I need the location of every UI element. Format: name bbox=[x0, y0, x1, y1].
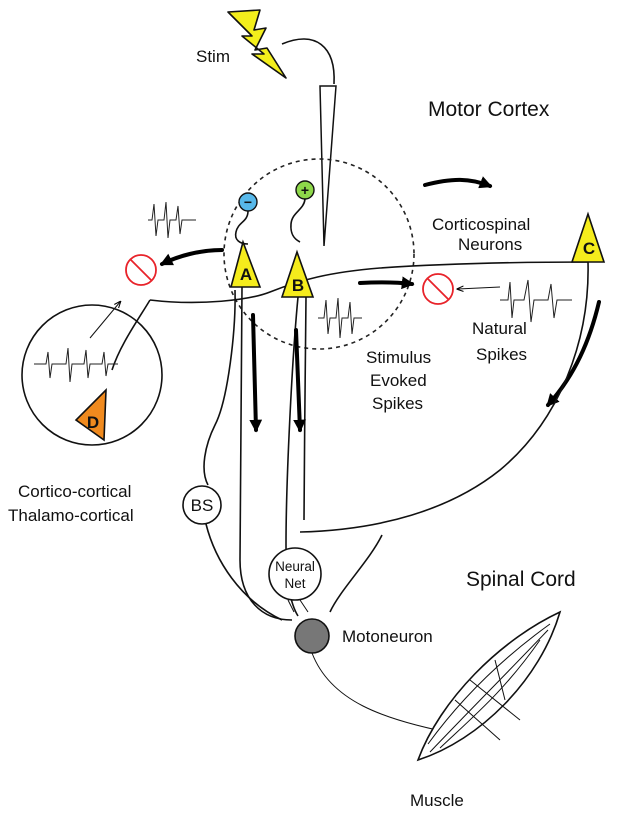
cortico-cortical-label: Cortico-cortical bbox=[18, 482, 131, 501]
collateral-to-d bbox=[111, 299, 151, 371]
inhibition-right-icon bbox=[422, 273, 454, 305]
neuron-c-label: C bbox=[583, 239, 595, 258]
neuron-d bbox=[74, 387, 107, 442]
neuron-a-label: A bbox=[240, 265, 252, 284]
stimulation-field-circle bbox=[223, 158, 415, 350]
stim-label: Stim bbox=[196, 47, 230, 66]
inhibition-left-icon bbox=[125, 254, 157, 286]
corticospinal-label-1: Corticospinal bbox=[432, 215, 530, 234]
stimulus-label-1: Stimulus bbox=[366, 348, 431, 367]
thalamo-cortical-label: Thalamo-cortical bbox=[8, 506, 134, 525]
muscle-icon bbox=[416, 610, 562, 762]
neural-net-node bbox=[268, 547, 322, 601]
cortico-cortical-circle bbox=[21, 304, 163, 446]
bs-label: BS bbox=[191, 496, 214, 515]
horizontal-collateral bbox=[149, 261, 589, 304]
arrow-to-left-inhibition bbox=[159, 248, 224, 266]
corticospinal-label-2: Neurons bbox=[458, 235, 522, 254]
natural-to-inhibition-arrow bbox=[458, 287, 501, 289]
minus-symbol: − bbox=[244, 194, 252, 210]
arrow-down-b bbox=[293, 328, 306, 433]
stimulus-label-2: Evoked bbox=[370, 371, 427, 390]
stim-wire bbox=[281, 38, 335, 85]
natural-spikes-label-1: Natural bbox=[472, 319, 527, 338]
net-synapses bbox=[287, 599, 309, 613]
stimulus-label-3: Spikes bbox=[372, 394, 423, 413]
muscle-label: Muscle bbox=[410, 791, 464, 810]
spike-trace-evoked bbox=[318, 297, 362, 339]
plus-symbol: + bbox=[301, 182, 309, 198]
brainstem-node bbox=[182, 485, 222, 525]
arrow-to-right-inhibition bbox=[358, 276, 415, 290]
natural-spikes-label-2: Spikes bbox=[476, 345, 527, 364]
motor-cortex-label: Motor Cortex bbox=[428, 98, 550, 121]
motoneuron-cell bbox=[294, 618, 330, 654]
axon-a-descending bbox=[239, 286, 293, 621]
stim-electrode bbox=[319, 85, 337, 247]
d-to-inhibition-arrow bbox=[89, 302, 120, 339]
plus-wire bbox=[290, 198, 306, 243]
axon-c-descending bbox=[299, 261, 589, 533]
axon-a-to-bs bbox=[203, 289, 236, 486]
spike-trace-top-left bbox=[148, 201, 196, 239]
spike-trace-natural bbox=[500, 279, 572, 323]
arrow-down-a bbox=[249, 313, 263, 433]
bs-to-motoneuron bbox=[205, 523, 283, 621]
neuron-d-label: D bbox=[87, 413, 99, 432]
motoneuron-label: Motoneuron bbox=[342, 627, 433, 646]
axon-c-to-net bbox=[329, 534, 383, 613]
spike-trace-d bbox=[34, 347, 118, 383]
neural-net-label-1: Neural bbox=[275, 559, 315, 574]
axon-b-collateral bbox=[303, 296, 307, 521]
radiating-arrow-top bbox=[423, 176, 493, 189]
neural-net-label-2: Net bbox=[284, 576, 305, 591]
neuron-b-label: B bbox=[292, 276, 304, 295]
neuron-a bbox=[229, 239, 262, 288]
stim-bolt-icon bbox=[227, 9, 287, 79]
arrow-down-c bbox=[546, 300, 601, 407]
spinal-cord-label: Spinal Cord bbox=[466, 568, 576, 591]
minus-wire bbox=[234, 210, 249, 245]
